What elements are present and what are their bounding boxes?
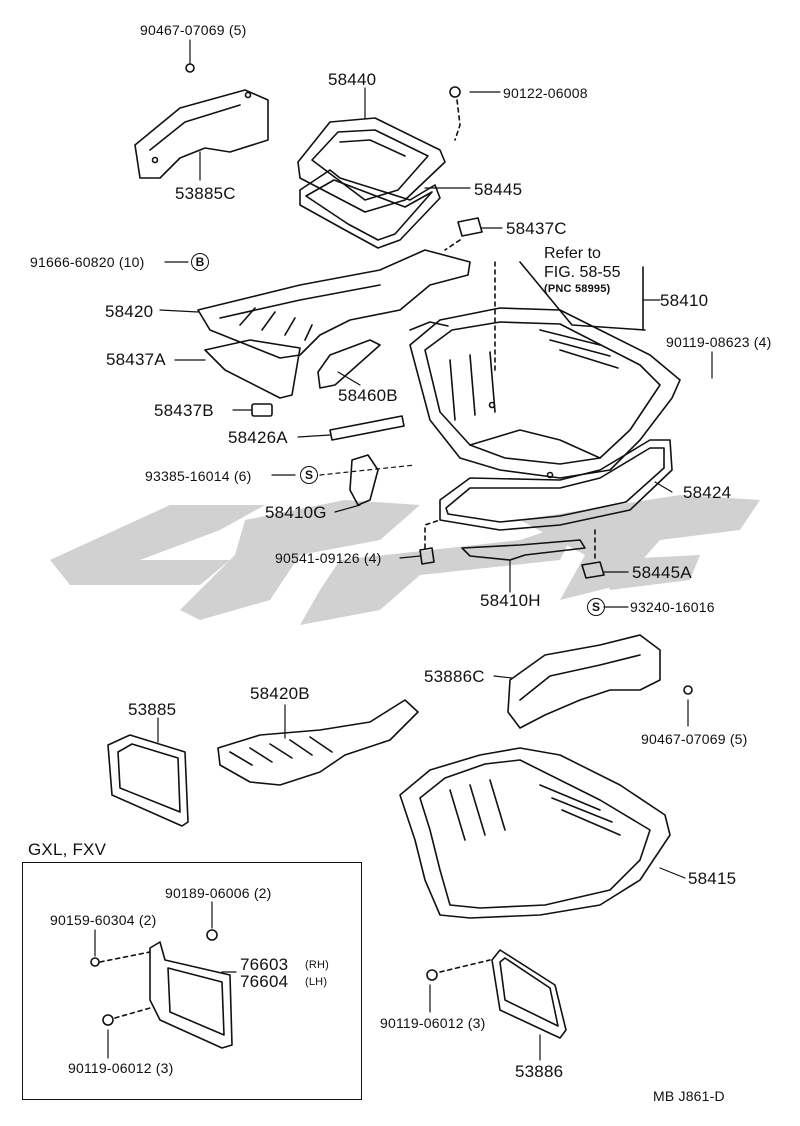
part-label-58426a: 58426A [228,428,288,447]
refer-to-text: Refer to [544,245,601,262]
part-label-53885c: 53885C [175,184,236,203]
bracket-53885c [134,63,269,179]
refer-fig-text: FIG. 58-55 [544,264,621,281]
mud-flap-76603 [90,929,233,1049]
part-label-58420: 58420 [105,302,154,321]
part-label-53886c: 53886C [424,667,485,686]
clip-58437c [457,217,483,237]
part-label-58424: 58424 [683,483,732,502]
part-label-93385-16014: 93385-16014 (6) [145,468,252,484]
part-label-90189-06006: 90189-06006 (2) [165,885,272,901]
gasket-53885 [107,734,189,827]
frame-58420b [217,699,419,786]
bracket-58410g [349,454,379,506]
part-label-58437a: 58437A [106,350,166,369]
circle-s-icon: S [300,466,318,484]
part-label-58410h: 58410H [480,591,541,610]
circle-s-icon-2: S [587,598,605,616]
side-label-lh: (LH) [305,976,328,988]
gasket-58445 [299,169,441,249]
part-label-53885: 53885 [128,700,177,719]
part-label-58437b: 58437B [154,401,214,420]
part-label-58460b: 58460B [338,386,398,405]
part-label-58410: 58410 [660,291,709,310]
part-label-90119-06012-right: 90119-06012 (3) [380,1015,486,1031]
part-label-58410g: 58410G [265,503,327,522]
part-label-58420b: 58420B [250,684,310,703]
part-label-76604: 76604 [240,972,289,991]
clip-58445a [581,561,605,579]
tub-58410 [409,307,681,479]
part-label-58445: 58445 [474,180,523,199]
part-label-90159-60304: 90159-60304 (2) [50,912,157,928]
frame-58420 [197,249,471,359]
bracket-58460b [317,339,381,389]
part-label-58437c: 58437C [506,219,567,238]
bracket-53886c [507,634,693,729]
bar-58410h [461,539,586,561]
part-label-58415: 58415 [688,869,737,888]
gasket-58424 [439,439,673,531]
part-label-58445a: 58445A [632,563,692,582]
refer-pnc-text: (PNC 58995) [544,283,611,295]
grade-label-gxl-fxv: GXL, FXV [28,840,107,859]
part-label-76603: 76603 [240,955,289,974]
tray-58440 [297,86,461,213]
part-label-91666-60820: 91666-60820 (10) [30,254,145,270]
part-label-90541-09126: 90541-09126 (4) [275,550,382,566]
figure-code: MB J861-D [653,1088,725,1104]
leader-lines [94,39,713,1061]
part-label-58440: 58440 [328,70,377,89]
side-label-rh: (RH) [305,959,330,971]
part-label-90122-06008: 90122-06008 [503,85,588,101]
part-label-90119-06012-box: 90119-06012 (3) [68,1060,174,1076]
part-label-53886: 53886 [515,1062,564,1081]
clip-90541 [419,547,435,565]
tub-58415 [399,747,671,919]
part-label-90467-07069-top: 90467-07069 (5) [140,22,247,38]
strap-58437a [204,339,301,399]
bar-58426a [329,415,405,441]
part-label-93240-16016: 93240-16016 [630,599,715,615]
part-label-90467-07069-mid: 90467-07069 (5) [641,731,748,747]
part-label-90119-08623: 90119-08623 (4) [666,334,772,350]
pad-58437b [251,403,273,417]
gasket-53886 [426,949,567,1039]
circle-b-icon: B [191,253,209,271]
gxl-fxv-inset-box [22,862,362,1100]
